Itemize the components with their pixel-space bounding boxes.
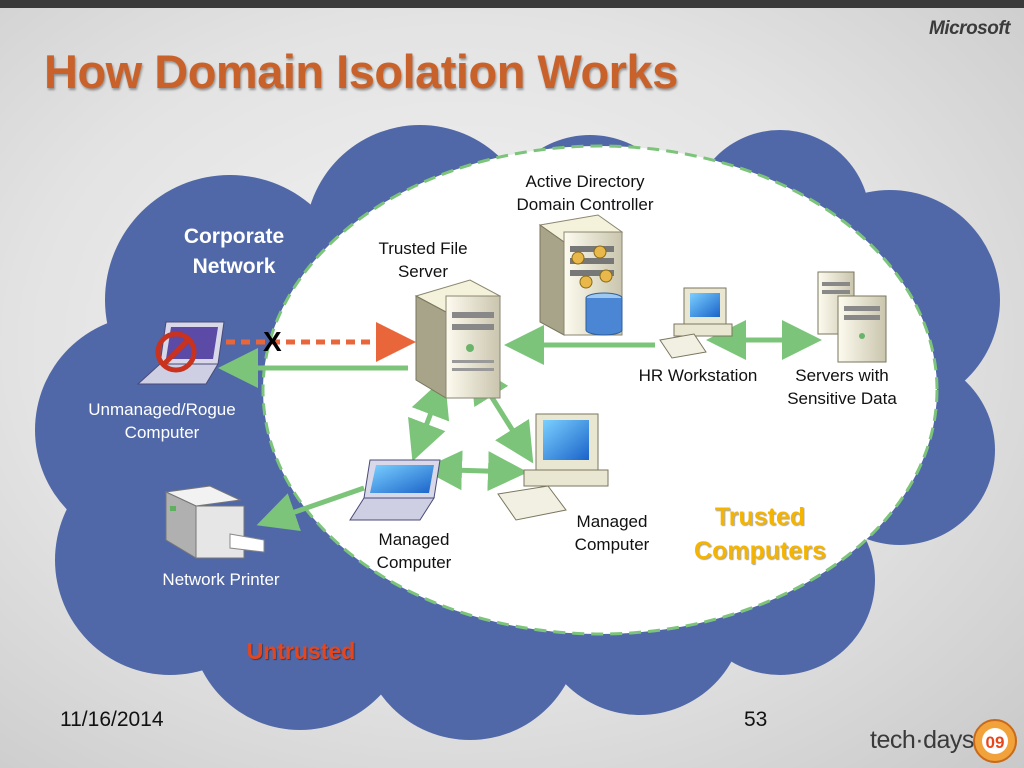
slide-title: How Domain Isolation Works <box>44 45 678 98</box>
file-server-icon <box>414 279 502 399</box>
blocked-x-mark: X <box>263 326 282 357</box>
trusted-computers-label: Trusted Computers <box>670 500 850 568</box>
file-server-text: Trusted File Server <box>378 239 468 281</box>
arrow-server-desktop <box>470 362 534 464</box>
domain-controller-icon <box>538 214 624 336</box>
file-server-label: Trusted File Server <box>358 237 488 283</box>
hr-workstation-icon <box>659 287 733 359</box>
untrusted-label: Untrusted <box>246 638 356 664</box>
managed-laptop-label: Managed Computer <box>356 528 472 574</box>
badge-year: 09 <box>986 733 1005 752</box>
corporate-network-text: Corporate Network <box>183 225 285 278</box>
domain-controller-label: Active Directory Domain Controller <box>500 170 670 216</box>
domain-controller-text: Active Directory Domain Controller <box>516 172 654 214</box>
network-printer-icon <box>164 485 265 559</box>
page-number: 53 <box>744 708 768 731</box>
hr-workstation-label: HR Workstation <box>638 366 758 385</box>
connection-arrows <box>218 320 822 532</box>
footer-date: 11/16/2014 <box>60 708 164 731</box>
arrow-server-laptop <box>408 376 450 462</box>
corporate-network-label: Corporate Network <box>160 222 308 282</box>
techdays-badge-icon: 09 <box>973 719 1017 763</box>
rogue-computer-icon <box>136 321 225 385</box>
top-bar <box>0 0 1024 8</box>
sensitive-servers-label: Servers with Sensitive Data <box>772 364 912 410</box>
sensitive-servers-text: Servers with Sensitive Data <box>787 366 897 408</box>
sensitive-servers-icon <box>817 271 887 363</box>
arrow-laptop-to-printer <box>256 485 365 532</box>
rogue-computer-text: Unmanaged/Rogue Computer <box>88 400 236 442</box>
managed-desktop-text: Managed Computer <box>574 512 650 554</box>
techdays-logo: tech·days <box>870 726 974 754</box>
trusted-computers-text: Trusted Computers <box>694 503 826 565</box>
managed-desktop-label: Managed Computer <box>556 510 668 556</box>
microsoft-logo: Microsoft <box>929 18 1011 39</box>
trusted-zone <box>261 144 939 636</box>
arrow-laptop-desktop <box>422 450 528 492</box>
managed-laptop-icon <box>349 459 441 521</box>
network-printer-label: Network Printer <box>162 570 280 589</box>
rogue-computer-label: Unmanaged/Rogue Computer <box>70 398 254 444</box>
managed-laptop-text: Managed Computer <box>376 530 452 572</box>
managed-desktop-icon <box>497 413 609 521</box>
